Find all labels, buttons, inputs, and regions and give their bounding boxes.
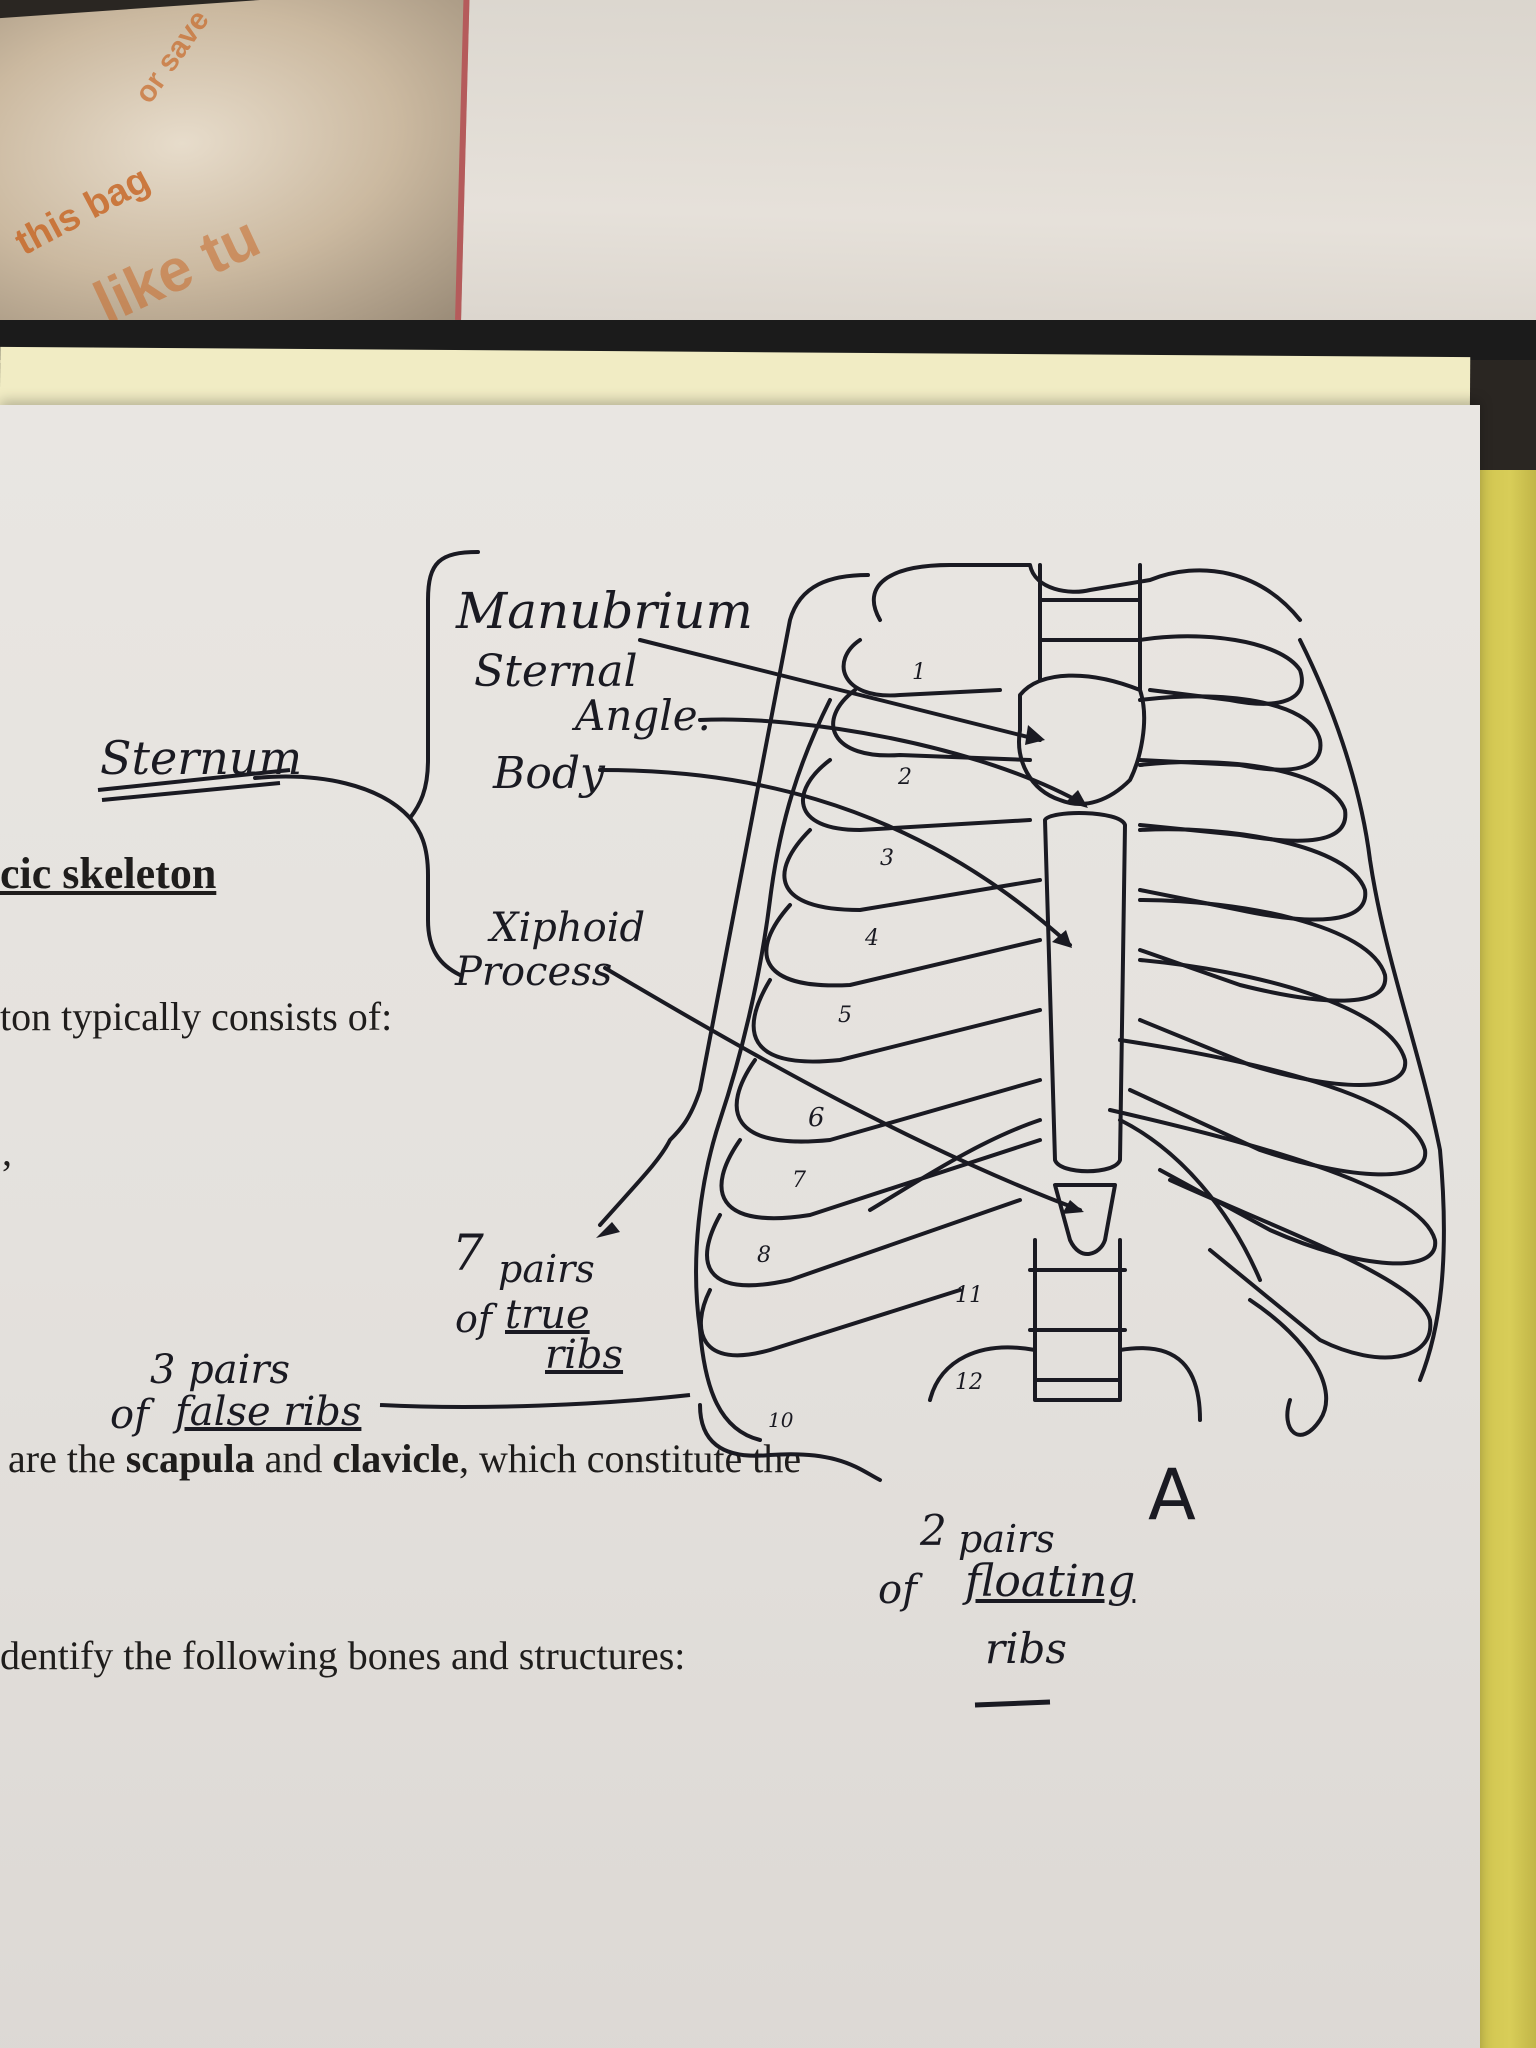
rib-number: 6 <box>808 1103 825 1133</box>
label-angle: Angle. <box>575 691 711 740</box>
label-floating-of: of <box>878 1567 917 1613</box>
section-heading: cic skeleton <box>0 849 217 898</box>
rib-number: 11 <box>955 1283 983 1308</box>
label-sternum: Sternum <box>100 731 303 785</box>
label-true-ribs-pairs: pairs <box>498 1247 595 1291</box>
label-true-ribs-of: of <box>455 1297 492 1341</box>
label-process: Process <box>455 949 613 995</box>
rib-number: 4 <box>865 926 879 951</box>
label-floating-pairs: pairs <box>958 1517 1055 1561</box>
rib-number: 5 <box>838 1003 852 1028</box>
rib-number: 7 <box>792 1168 806 1193</box>
printed-line: ton typically consists of: <box>0 994 393 1039</box>
printed-line: dentify the following bones and structur… <box>0 1633 686 1678</box>
label-floating-word: floating <box>965 1556 1136 1607</box>
label-true-ribs-true: true <box>505 1292 590 1338</box>
label-true-ribs-number: 7 <box>452 1224 484 1282</box>
label-false-ribs-count: 3 pairs <box>150 1347 291 1393</box>
label-false-ribs-of: of <box>110 1392 149 1438</box>
printed-line: , <box>2 1129 12 1174</box>
printed-line: are the scapula and clavicle, which cons… <box>8 1436 802 1481</box>
rib-number: 3 <box>880 846 894 871</box>
label-manubrium: Manubrium <box>456 582 753 640</box>
label-sternal: Sternal <box>474 646 638 697</box>
figure-letter: A <box>1148 1454 1196 1536</box>
rib-number: 2 <box>898 765 912 790</box>
label-false-ribs: false ribs <box>175 1389 362 1435</box>
rib-number: 10 <box>768 1408 794 1432</box>
label-xiphoid: Xiphoid <box>490 905 646 951</box>
label-floating-ribs: ribs <box>985 1624 1067 1673</box>
label-body: Body <box>493 748 605 799</box>
rib-number: 12 <box>955 1370 983 1395</box>
label-floating-number: 2 <box>920 1506 947 1555</box>
rib-number: 1 <box>912 660 926 685</box>
label-true-ribs-ribs: ribs <box>545 1332 624 1378</box>
rib-number: 8 <box>757 1243 771 1268</box>
yellow-divider <box>1470 470 1536 2048</box>
